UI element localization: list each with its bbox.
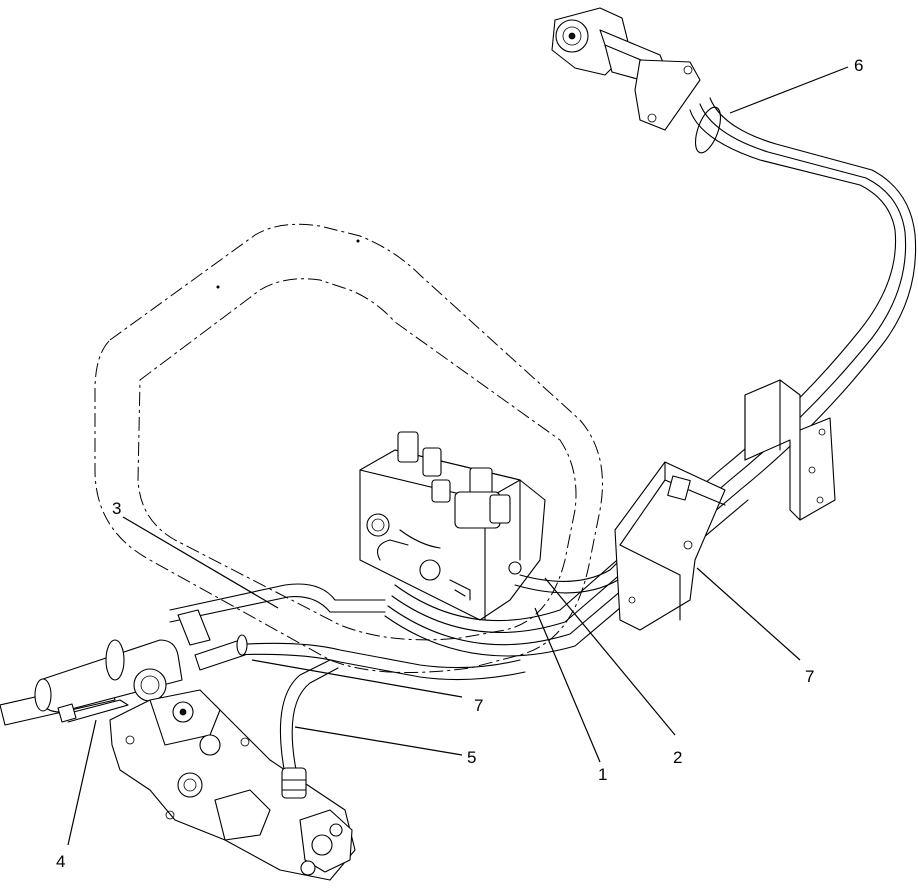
control-valve-block (359, 431, 546, 621)
callout-7-right: 7 (805, 667, 814, 686)
hose-3 (169, 583, 526, 681)
mounting-bracket-center (614, 461, 726, 631)
hydraulic-motor-upper (551, 7, 722, 154)
leader-5 (294, 726, 463, 756)
leader-lines (67, 66, 849, 846)
callout-6: 6 (854, 56, 863, 75)
leader-4 (67, 719, 97, 846)
hydraulic-cylinder (0, 609, 248, 726)
callout-labels: 1 2 3 4 5 6 7 7 (56, 56, 863, 871)
callout-1: 1 (598, 765, 607, 784)
hoses-1-2 (514, 539, 651, 594)
callout-7-left: 7 (474, 696, 483, 715)
hydraulic-pump-lower (109, 689, 356, 881)
callout-3: 3 (112, 499, 121, 518)
hose-bundle-main (384, 97, 917, 657)
mounting-bracket-right (744, 379, 836, 521)
callout-4: 4 (56, 852, 65, 871)
leader-6 (729, 66, 849, 114)
hose-5 (279, 659, 339, 781)
leader-3 (122, 516, 279, 609)
leader-2 (544, 577, 676, 736)
callout-5: 5 (467, 748, 476, 767)
leader-7-left (251, 659, 463, 698)
callout-2: 2 (673, 748, 682, 767)
leader-7-right (696, 567, 801, 661)
phantom-seat-frame (94, 223, 603, 673)
leader-1 (534, 607, 601, 763)
